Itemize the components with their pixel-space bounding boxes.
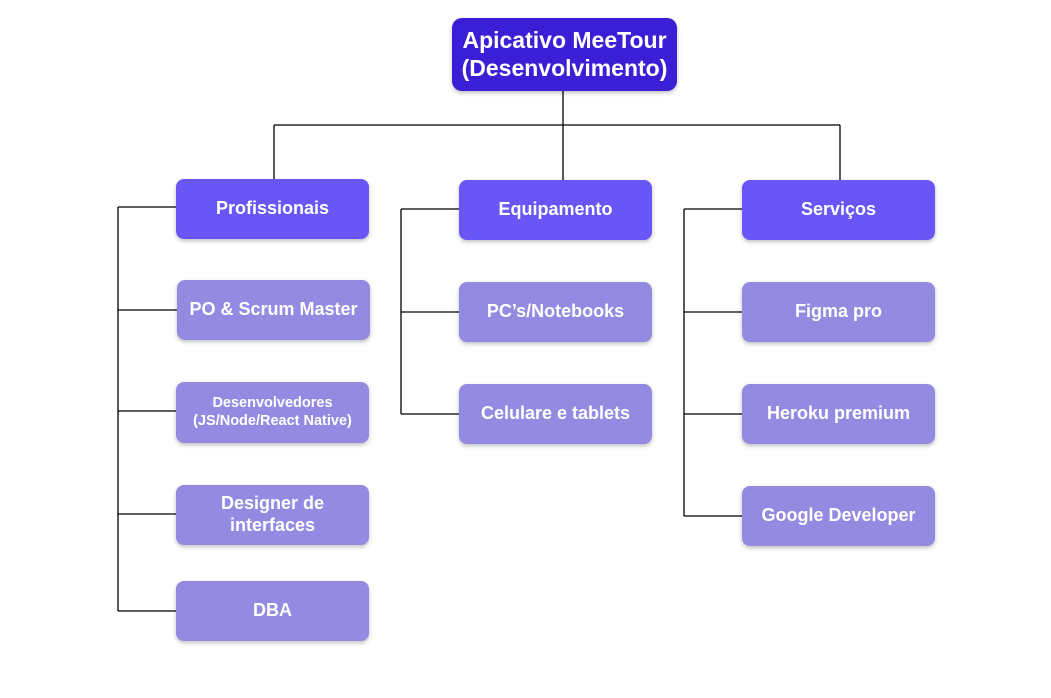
category-profissionais: Profissionais: [176, 179, 369, 239]
item-po-scrum-master: PO & Scrum Master: [177, 280, 370, 340]
root-title-line1: Apicativo MeeTour: [462, 26, 667, 53]
category-servicos: Serviços: [742, 180, 935, 240]
item-dba: DBA: [176, 581, 369, 641]
item-google-developer: Google Developer: [742, 486, 935, 546]
category-equipamento: Equipamento: [459, 180, 652, 240]
item-designer-de-interfaces: Designer de interfaces: [176, 485, 369, 545]
item-desenvolvedores-line1: Desenvolvedores: [212, 395, 333, 412]
item-designer-line1: Designer de: [220, 493, 325, 514]
item-heroku-premium: Heroku premium: [742, 384, 935, 444]
item-designer-line2: interfaces: [229, 515, 316, 535]
item-desenvolvedores-line2: (JS/Node/React Native): [193, 412, 352, 429]
item-celulare-e-tablets: Celulare e tablets: [459, 384, 652, 444]
root-title-line2: (Desenvolvimento): [461, 54, 668, 81]
root-node: Apicativo MeeTour (Desenvolvimento): [452, 18, 677, 91]
item-pcs-notebooks: PC’s/Notebooks: [459, 282, 652, 342]
item-figma-pro: Figma pro: [742, 282, 935, 342]
item-desenvolvedores: Desenvolvedores (JS/Node/React Native): [176, 382, 369, 443]
